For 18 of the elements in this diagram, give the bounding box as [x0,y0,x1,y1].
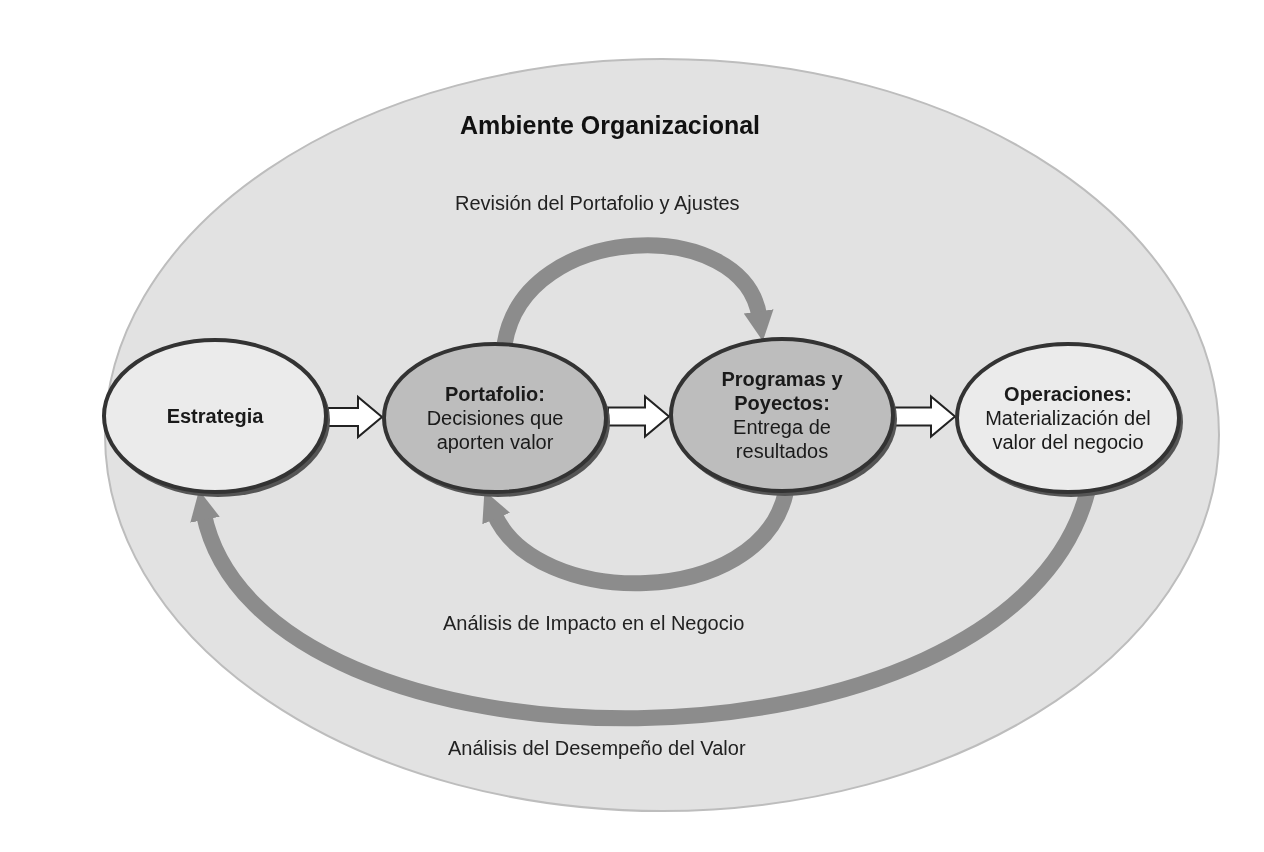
node-heading: Programas y Poyectos: [720,367,844,415]
edge-label: Análisis del Desempeño del Valor [445,737,749,760]
node-heading: Operaciones: [1004,382,1132,406]
block-arrow [894,394,957,439]
node-text: Entrega de resultados [732,415,832,463]
node-text: Materialización del valor del negocio [984,406,1152,454]
curved-arrow [497,237,772,346]
block-arrow [327,394,384,440]
process-ellipse [100,336,330,496]
process-ellipse [953,340,1183,496]
block-arrow [607,394,671,439]
node-heading: Portafolio: [445,382,545,406]
process-ellipse [667,335,897,495]
node-text: Decisiones que aporten valor [425,406,565,454]
process-ellipse [380,340,610,496]
diagram-heading: Ambiente Organizacional [460,111,761,140]
environment-ellipse [102,56,1222,814]
node-text: Estrategia [166,404,264,428]
